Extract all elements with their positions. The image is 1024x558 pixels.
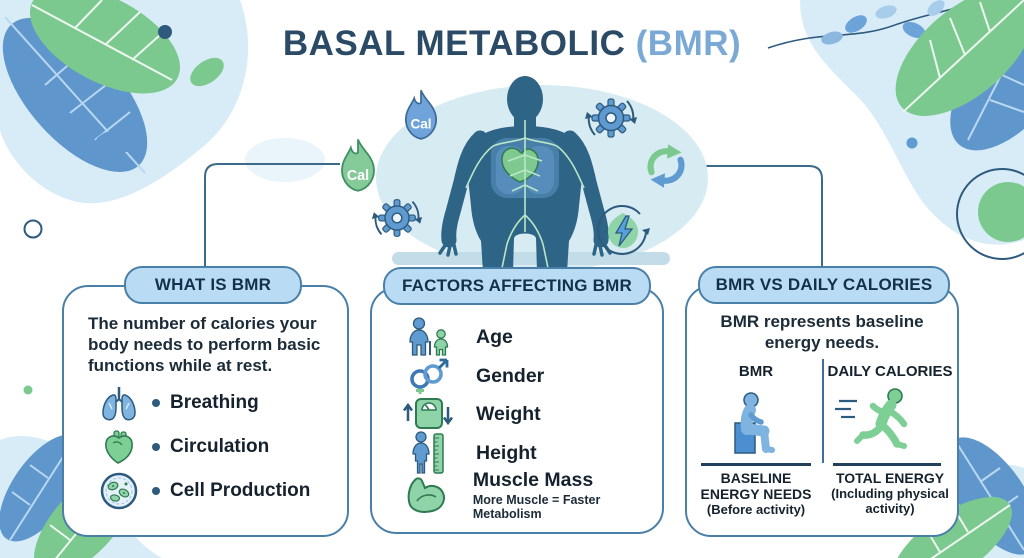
energy-lightning-icon <box>595 200 651 256</box>
item-label: Cell Production <box>170 480 311 501</box>
running-person-icon <box>833 385 917 457</box>
bullet-dot <box>152 487 160 495</box>
metabolism-gear-icon <box>583 90 639 146</box>
cal-label: Cal <box>410 117 431 132</box>
outline-circle-shape <box>956 168 1024 260</box>
factor-label: Gender <box>476 364 545 387</box>
blue-dot-shape <box>906 137 918 149</box>
heart-icon <box>98 428 140 466</box>
list-item-cell-production: Cell Production <box>98 471 310 511</box>
connector-left <box>204 163 340 270</box>
caption-note: (Before activity) <box>706 502 806 518</box>
corner-top-right-decoration <box>767 0 1024 260</box>
daily-calories-caption: TOTAL ENERGY (Including physical activit… <box>827 470 953 517</box>
calorie-flame-blue-icon: Cal <box>398 88 444 140</box>
nervous-system-lines <box>465 120 585 269</box>
item-label: Breathing <box>170 392 259 413</box>
column-divider <box>822 359 824 463</box>
daily-calories-column-header: DAILY CALORIES <box>827 363 953 380</box>
metabolism-gear-icon <box>370 191 424 245</box>
navy-dot-shape <box>158 25 172 39</box>
header-label: WHAT IS BMR <box>154 275 272 294</box>
card-what-is-bmr: The number of calories your body needs t… <box>62 285 349 537</box>
outline-circle-shape <box>23 219 43 239</box>
green-leaf-icon <box>29 0 181 94</box>
factor-label: Muscle Mass <box>472 469 594 491</box>
calorie-flame-green-icon: Cal <box>334 137 382 192</box>
title-main: BASAL METABOLIC <box>282 24 626 63</box>
vine-leaves-icon <box>821 0 945 45</box>
caption-text: BASELINE ENERGY NEEDS <box>700 470 812 503</box>
bmr-description: The number of calories your body needs t… <box>88 314 321 376</box>
vine-line <box>767 3 969 49</box>
card-header-what-is-bmr: WHAT IS BMR <box>124 266 302 304</box>
card-header-factors: FACTORS AFFECTING BMR <box>383 267 651 305</box>
connector-right <box>700 165 823 270</box>
caption-text: TOTAL ENERGY <box>835 470 945 486</box>
card-header-comparison: BMR VS DAILY CALORIES <box>698 266 950 304</box>
title-accent: (BMR) <box>635 24 742 63</box>
muscle-icon <box>396 474 457 516</box>
human-body-silhouette <box>438 76 612 272</box>
comparison-description: BMR represents baseline energy needs. <box>720 312 924 353</box>
lungs-icon <box>98 385 140 421</box>
page-title: BASAL METABOLIC (BMR) <box>0 24 1024 64</box>
green-leaf-icon <box>895 0 1024 116</box>
connector-lines <box>204 163 823 270</box>
item-label: Circulation <box>170 436 270 457</box>
factor-row-muscle-mass: Muscle Mass More Muscle = Faster Metabol… <box>396 469 662 521</box>
muscle-note: More Muscle = Faster Metabolism <box>472 493 601 521</box>
green-circle-shape <box>978 182 1024 242</box>
card-factors: Age Gender <box>370 287 664 534</box>
factor-label: Age <box>476 325 513 348</box>
factor-label: Height <box>476 441 537 464</box>
list-item-circulation: Circulation <box>98 427 269 467</box>
recycle-arrows-icon <box>637 141 695 191</box>
weight-icon <box>396 394 460 434</box>
sitting-person-icon <box>721 387 785 461</box>
small-green-dot-shape <box>23 385 33 395</box>
cell-icon <box>98 471 140 511</box>
bmr-column-header: BMR <box>738 363 774 380</box>
small-green-leaf-icon <box>190 57 224 87</box>
factor-row-height: Height <box>396 431 537 475</box>
factor-label: Weight <box>476 402 541 425</box>
bullet-dot <box>152 443 160 451</box>
corner-top-left-decoration <box>0 0 325 395</box>
corner-bottom-right-decoration <box>892 437 1024 558</box>
card-comparison: BMR represents baseline energy needs. BM… <box>685 285 959 537</box>
height-icon <box>396 431 460 475</box>
cal-label: Cal <box>347 168 369 184</box>
age-icon <box>396 317 460 357</box>
gender-icon <box>396 357 460 395</box>
factor-row-age: Age <box>396 317 513 357</box>
factor-row-gender: Gender <box>396 356 544 396</box>
blue-semicircle-shape <box>92 131 134 152</box>
bmr-underline <box>701 463 811 466</box>
bullet-dot <box>152 399 160 407</box>
header-label: FACTORS AFFECTING BMR <box>402 276 632 295</box>
header-label: BMR VS DAILY CALORIES <box>715 275 933 294</box>
factor-row-weight: Weight <box>396 394 541 434</box>
list-item-breathing: Breathing <box>98 383 259 423</box>
caption-note: (Including physical activity) <box>831 486 949 517</box>
bmr-caption: BASELINE ENERGY NEEDS (Before activity) <box>693 470 819 518</box>
daily-underline <box>833 463 941 466</box>
